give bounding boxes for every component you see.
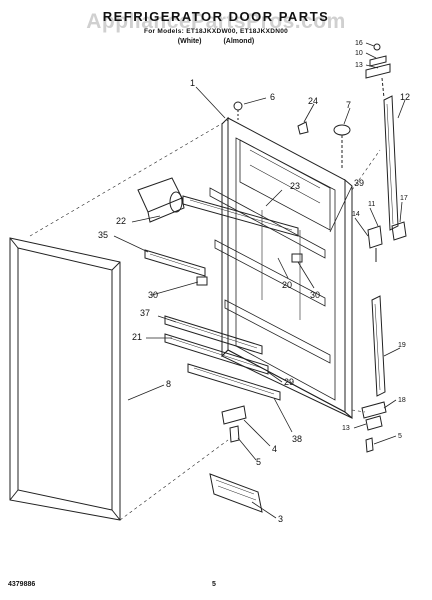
callout-30-right: 30 xyxy=(310,290,320,300)
callout-39: 39 xyxy=(354,178,364,188)
callout-10: 10 xyxy=(355,50,363,57)
shelf-bar-21 xyxy=(164,333,269,375)
assembly-lines xyxy=(29,119,381,521)
callout-4: 4 xyxy=(272,444,277,454)
callout-29: 29 xyxy=(284,377,294,387)
trim-insert xyxy=(209,473,263,513)
callout-37: 37 xyxy=(140,308,150,318)
callout-16: 16 xyxy=(355,40,363,47)
callout-30-left: 30 xyxy=(148,290,158,300)
dairy-door xyxy=(137,177,185,223)
diagram-part-number: 4379886 xyxy=(8,581,36,588)
callout-22: 22 xyxy=(116,216,126,226)
hinge-cover-bottom xyxy=(371,295,386,397)
callout-5-right: 5 xyxy=(398,433,402,440)
shelf-clip-right xyxy=(291,253,303,263)
watermark: AppliancePartsPros.com xyxy=(86,10,346,33)
hinge-block xyxy=(367,221,407,262)
shelf-bar-38 xyxy=(187,363,281,401)
callout-23: 23 xyxy=(290,181,300,191)
door-assembly xyxy=(209,116,353,420)
callout-24: 24 xyxy=(308,96,318,106)
shelf-bar-37 xyxy=(164,315,263,355)
leader-lines xyxy=(113,42,406,519)
callout-1: 1 xyxy=(190,78,195,88)
callout-19: 19 xyxy=(398,342,406,349)
callout-12: 12 xyxy=(400,92,410,102)
callout-20: 20 xyxy=(282,280,292,290)
callout-8: 8 xyxy=(166,379,171,389)
top-hinge-pieces xyxy=(365,43,391,99)
hinge-cover-top xyxy=(383,95,399,231)
color-white-label: (White) xyxy=(177,38,202,45)
part-7 xyxy=(333,124,351,168)
callout-38: 38 xyxy=(292,434,302,444)
page-number: 5 xyxy=(212,581,216,588)
part-6 xyxy=(233,101,243,122)
callout-7: 7 xyxy=(346,100,351,110)
part-24 xyxy=(297,121,309,135)
color-almond-label: (Almond) xyxy=(223,38,255,45)
callout-13-bottom: 13 xyxy=(342,425,350,432)
callout-17: 17 xyxy=(400,195,408,202)
callout-3: 3 xyxy=(278,514,283,524)
shelf-clip-left xyxy=(196,276,208,286)
callout-21: 21 xyxy=(132,332,142,342)
color-variants: (White) (Almond) xyxy=(0,38,432,45)
callout-13-top: 13 xyxy=(355,62,363,69)
callout-11: 11 xyxy=(368,201,375,208)
door-gasket xyxy=(9,237,121,521)
shelf-bar-35 xyxy=(144,249,206,277)
callout-35: 35 xyxy=(98,230,108,240)
diagram-title: REFRIGERATOR DOOR PARTS xyxy=(102,9,330,24)
callout-14: 14 xyxy=(352,211,360,218)
callout-labels: 1 6 24 7 12 16 10 13 23 39 22 35 14 11 1… xyxy=(98,40,410,524)
model-numbers: For Models: ET18JKXDW00, ET18JKXDN00 xyxy=(143,28,289,35)
callout-18: 18 xyxy=(398,397,406,404)
callout-5-left: 5 xyxy=(256,457,261,467)
door-stop-cam xyxy=(221,405,247,443)
shelf-bar-23 xyxy=(182,195,299,237)
callout-6: 6 xyxy=(270,92,275,102)
bottom-hinge xyxy=(361,401,387,453)
